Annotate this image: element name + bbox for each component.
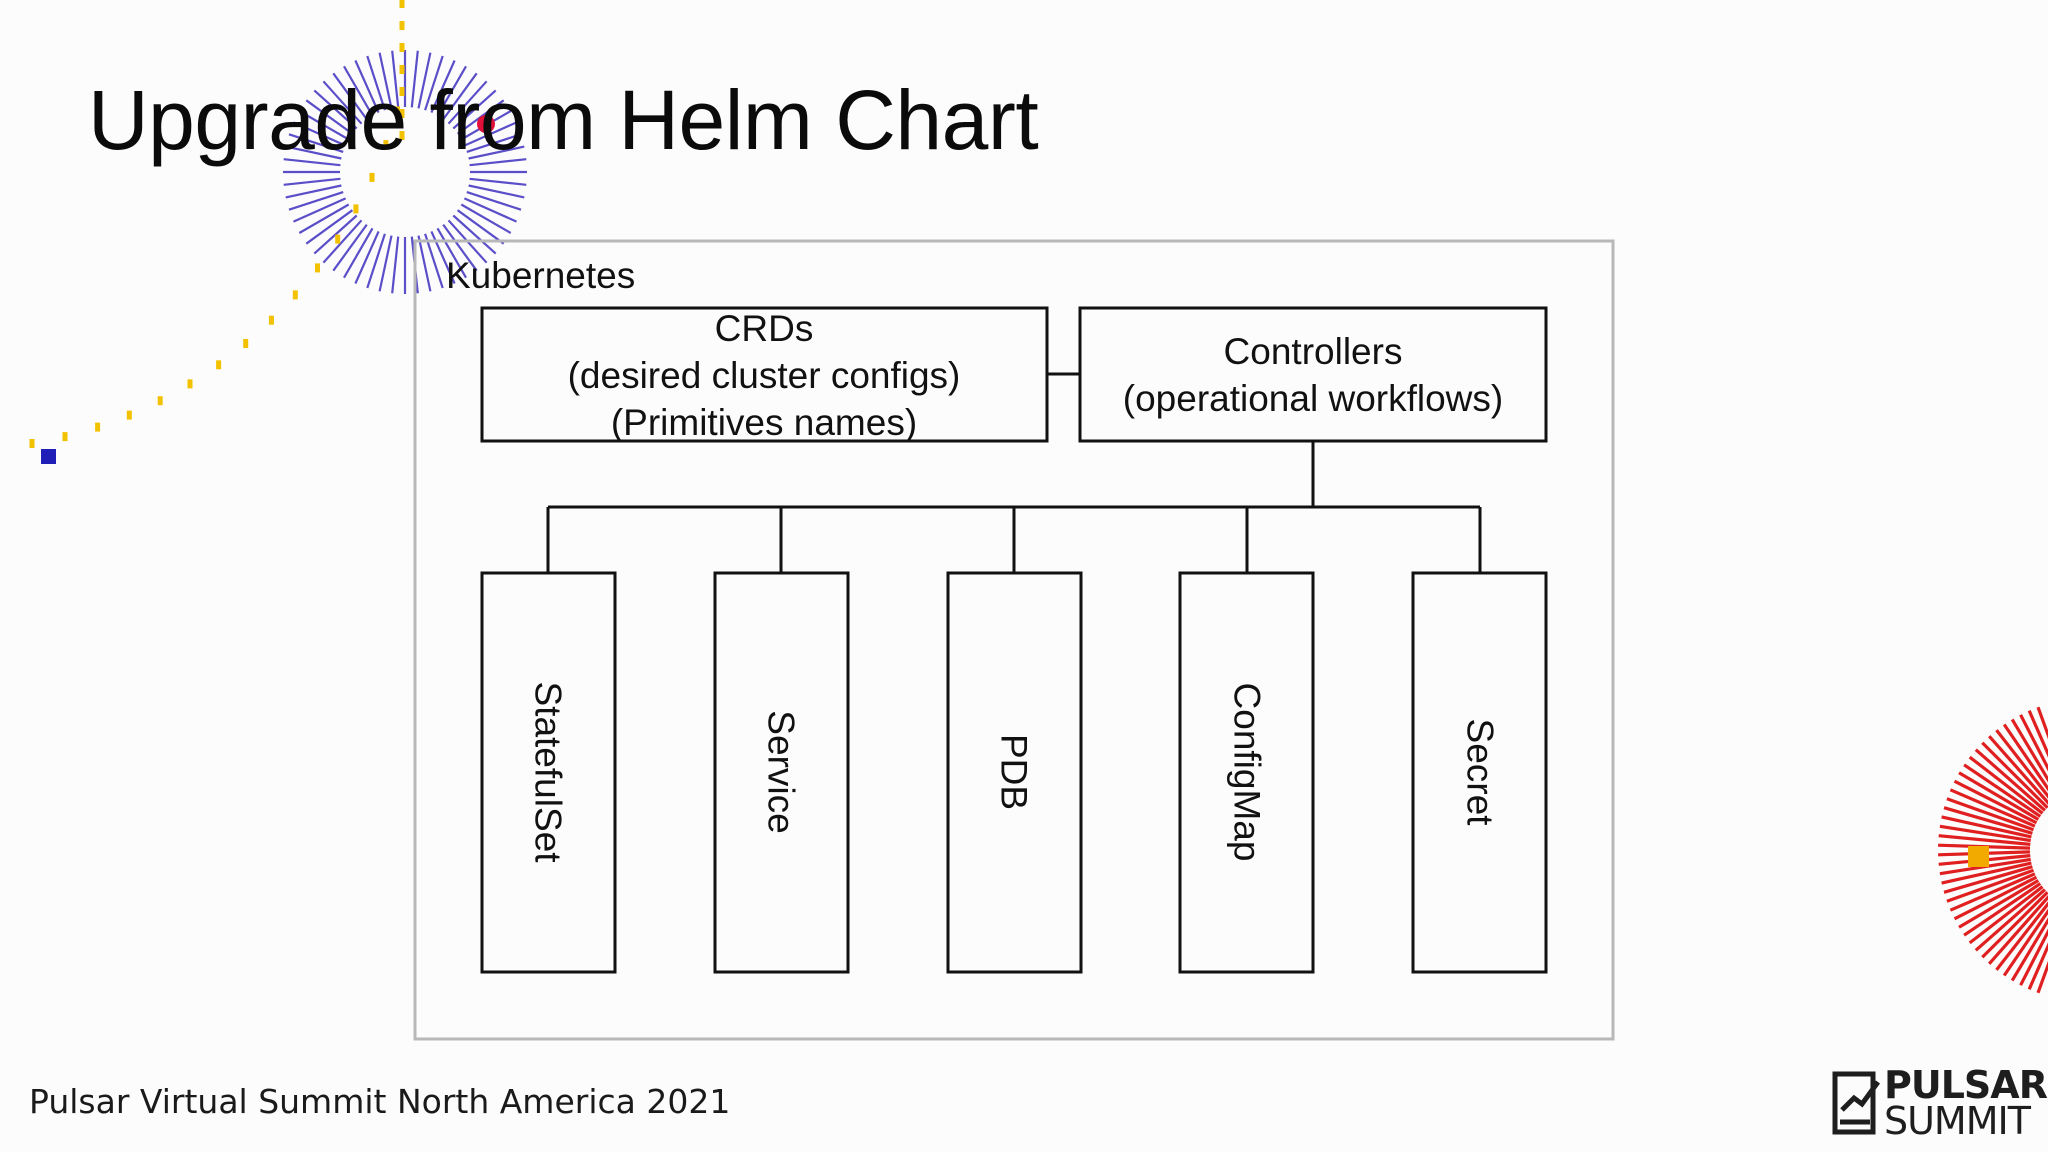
logo-pulsar-text: PULSAR (1884, 1063, 2048, 1107)
pulsar-summit-logo: PULSAR SUMMIT (1832, 1066, 2048, 1140)
pdb-label: PDB (994, 734, 1035, 810)
controllers-title: Controllers (1224, 331, 1403, 372)
configmap-label: ConfigMap (1227, 683, 1268, 862)
controllers-box (1078, 306, 1548, 443)
controllers-subtitle: (operational workflows) (1123, 378, 1503, 419)
secret-label: Secret (1460, 719, 1501, 827)
resource-secret: Secret (1411, 571, 1548, 974)
yellow-dotted-arc-decoration (29, 0, 405, 448)
red-sunburst-decoration (1938, 706, 2048, 994)
kubernetes-container (413, 239, 1615, 1041)
resource-pdb: PDB (946, 571, 1083, 974)
statefulset-label: StatefulSet (528, 681, 569, 863)
resource-statefulset: StatefulSet (480, 571, 617, 974)
slide-title: Upgrade from Helm Chart (88, 73, 1039, 167)
orange-square-decoration (1968, 846, 1989, 867)
tree-connectors (546, 441, 1482, 573)
logo-summit-text: SUMMIT (1884, 1099, 2031, 1143)
resource-configmap: ConfigMap (1178, 571, 1315, 974)
pulsar-summit-icon (1832, 1071, 1881, 1135)
slide-footer: Pulsar Virtual Summit North America 2021 (29, 1082, 731, 1121)
crds-subtitle-configs: (desired cluster configs) (568, 355, 961, 396)
kubernetes-label: Kubernetes (446, 255, 635, 296)
crds-subtitle-primitives: (Primitives names) (611, 402, 917, 443)
crds-title: CRDs (715, 308, 814, 349)
red-dot-decoration (477, 115, 495, 133)
resource-service: Service (713, 571, 850, 974)
blue-square-decoration (41, 449, 56, 464)
service-label: Service (761, 710, 802, 833)
